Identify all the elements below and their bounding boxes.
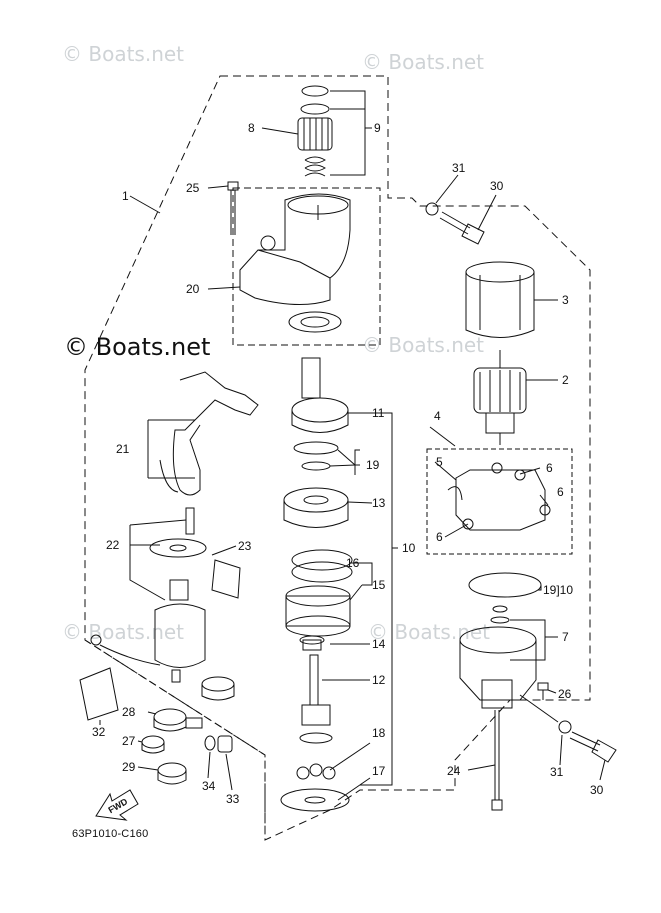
callout-6a: 6 [546,461,553,475]
bracket-15 [362,562,373,586]
callout-27: 27 [122,734,136,748]
callout-28: 28 [122,705,136,719]
watermark-top-right: © Boats.net [362,50,485,74]
fwd-label: FWD [107,796,130,815]
pinion-gear-group [297,85,333,177]
bracket-7 [510,619,546,661]
solenoid-part [90,507,241,683]
bolt-26 [537,682,549,700]
nut-33 [217,735,233,753]
callout-4: 4 [434,409,441,423]
watermark-lower-right: © Boats.net [368,620,491,644]
end-plate-part [468,572,542,624]
callout-16: 16 [346,556,360,570]
callout-31b: 31 [550,765,564,779]
callout-33: 33 [226,792,240,806]
callout-31a: 31 [452,161,466,175]
watermark-main: © Boats.net [64,333,211,361]
housing-box-dashed [232,187,381,346]
callout-8: 8 [248,121,255,135]
callout-10b: 19]10 [543,583,573,597]
bracket-21 [147,419,195,479]
callout-26: 26 [558,687,572,701]
callout-11: 11 [372,406,385,420]
callout-24: 24 [447,764,461,778]
assembly-boundary-dashed [84,75,591,841]
callout-22: 22 [106,538,120,552]
watermark-top-left: © Boats.net [62,42,185,66]
watermark-center: © Boats.net [362,333,485,357]
callout-10a: 10 [402,541,416,555]
label-sticker-32 [79,667,119,721]
callout-1: 1 [122,189,129,203]
screw-30-bottom [569,731,617,763]
watermark-lower-left: © Boats.net [62,620,185,644]
callout-12: 12 [372,673,386,687]
callout-25: 25 [186,181,200,195]
diagram-code: 63P1010-C160 [72,828,149,840]
housing-part [239,193,351,333]
terminal-29 [157,762,187,785]
brush-holder-part [447,462,551,531]
bolt-24 [491,710,503,811]
callout-3: 3 [562,293,569,307]
callout-13: 13 [372,496,386,510]
end-cover-part [459,626,537,709]
callout-15: 15 [372,578,386,592]
callout-2: 2 [562,373,569,387]
screw-30-top [439,211,485,245]
callout-5: 5 [436,455,443,469]
callout-32: 32 [92,725,106,739]
bracket-9 [330,90,366,176]
shift-lever-part [159,371,259,496]
callout-9: 9 [374,121,381,135]
yoke-part [465,261,535,338]
callout-6b: 6 [557,485,564,499]
callout-6c: 6 [436,530,443,544]
lower-left-panel-dashed [84,639,266,840]
callout-14: 14 [372,637,386,651]
grommet-28 [153,708,203,732]
callout-17: 17 [372,764,386,778]
washer-34 [204,735,216,751]
fwd-arrow [95,789,139,821]
callout-18: 18 [372,726,386,740]
callout-30b: 30 [590,783,604,797]
callout-34: 34 [202,779,216,793]
callout-labels: 1 2 3 4 5 6 6 6 7 8 9 10 19]10 11 12 13 … [92,121,604,806]
callout-7: 7 [562,630,569,644]
callout-21: 21 [116,442,130,456]
callout-23: 23 [238,539,252,553]
armature-part [473,350,527,445]
callout-30a: 30 [490,179,504,193]
brush-box-dashed [426,448,573,555]
callout-29: 29 [122,760,136,774]
nut-27 [141,735,165,754]
callout-19: 19 [366,458,380,472]
callout-20: 20 [186,282,200,296]
shaft-assembly [280,357,353,812]
